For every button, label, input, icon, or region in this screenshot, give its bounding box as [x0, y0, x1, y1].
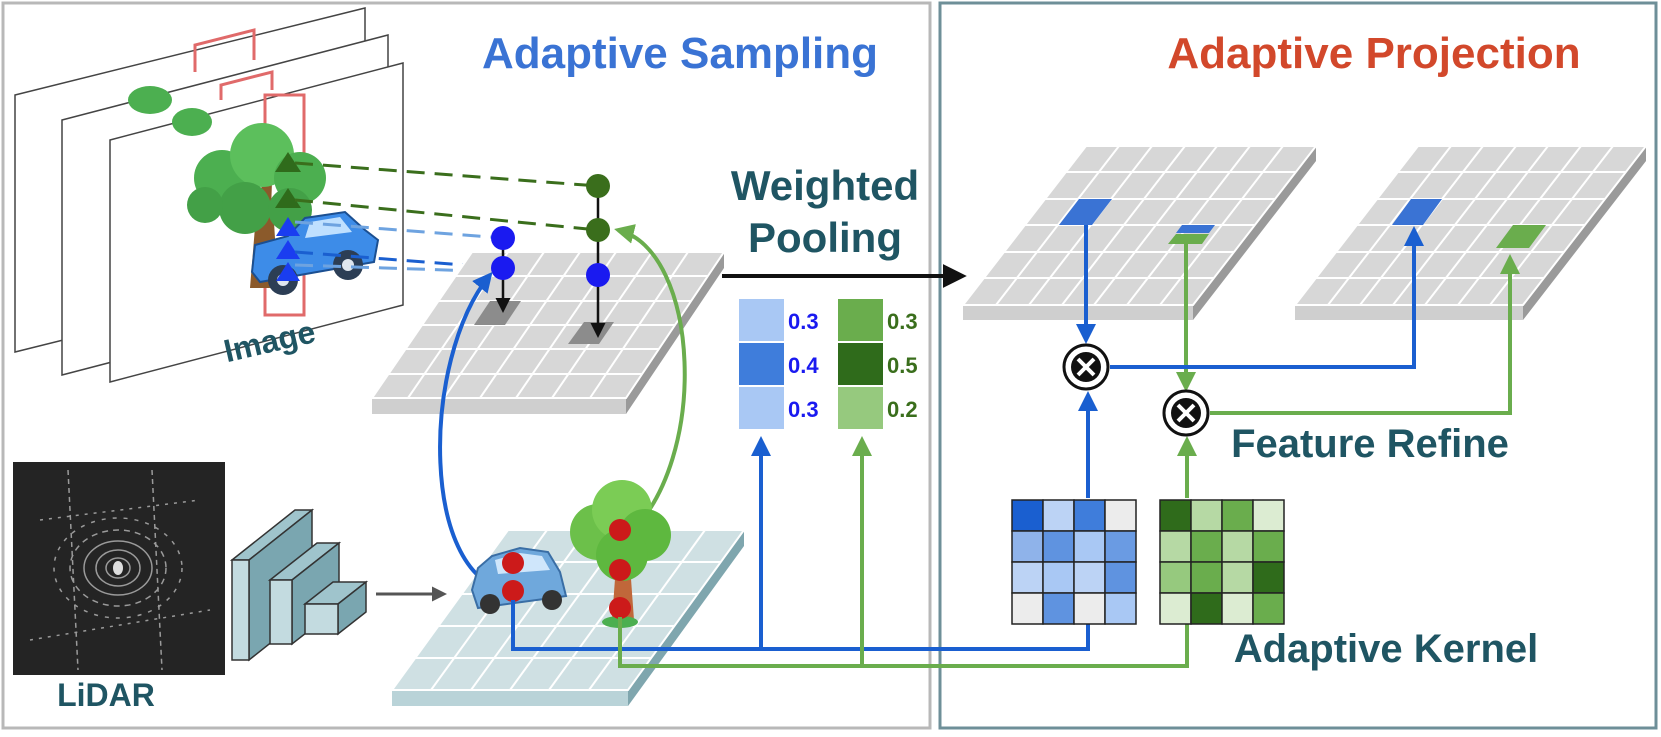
image-sample-markers: [275, 152, 301, 281]
weight-green-1: 0.3: [887, 309, 918, 334]
projection-panel: [938, 1, 1658, 730]
projection-grid-output: [1292, 145, 1649, 320]
sample-points-green: [586, 174, 610, 338]
weighted-label: Weighted: [731, 162, 919, 209]
green-refine-arrow: [1210, 254, 1520, 415]
sampling-title: Adaptive Sampling: [482, 29, 878, 78]
weight-green-2: 0.5: [887, 353, 918, 378]
projection-title: Adaptive Projection: [1167, 29, 1580, 78]
weight-blue-2: 0.4: [788, 353, 819, 378]
projection-grid-input: [960, 145, 1319, 320]
car-icon: [250, 210, 380, 295]
kernel-green: [1159, 499, 1285, 625]
multiply-icon: [1062, 343, 1110, 391]
lidar-label: LiDAR: [57, 677, 155, 713]
multiply-icon-green: [1162, 389, 1210, 437]
feature-refine-label: Feature Refine: [1231, 422, 1509, 466]
weight-bar-green: [838, 299, 883, 429]
green-loop-arrow: [614, 224, 687, 537]
sampling-panel: [1, 1, 932, 730]
weight-blue-3: 0.3: [788, 397, 819, 422]
blue-kernel-line: [511, 600, 1090, 651]
kernel-blue: [1011, 499, 1137, 625]
adaptive-kernel-label: Adaptive Kernel: [1234, 627, 1539, 671]
bev-grid-bottom: [390, 529, 746, 706]
sample-points-blue: [491, 226, 515, 313]
bev-sample-points: [502, 519, 631, 619]
pooling-label: Pooling: [748, 214, 902, 261]
bev-grid-middle: [370, 251, 726, 414]
lidar-scan-image: [13, 462, 225, 675]
green-kernel-line: [618, 617, 1189, 668]
weight-bar-blue: [739, 299, 784, 429]
weight-blue-1: 0.3: [788, 309, 819, 334]
weight-green-3: 0.2: [887, 397, 918, 422]
network-blocks-icon: [229, 508, 369, 662]
blue-refine-arrow: [1110, 226, 1424, 369]
